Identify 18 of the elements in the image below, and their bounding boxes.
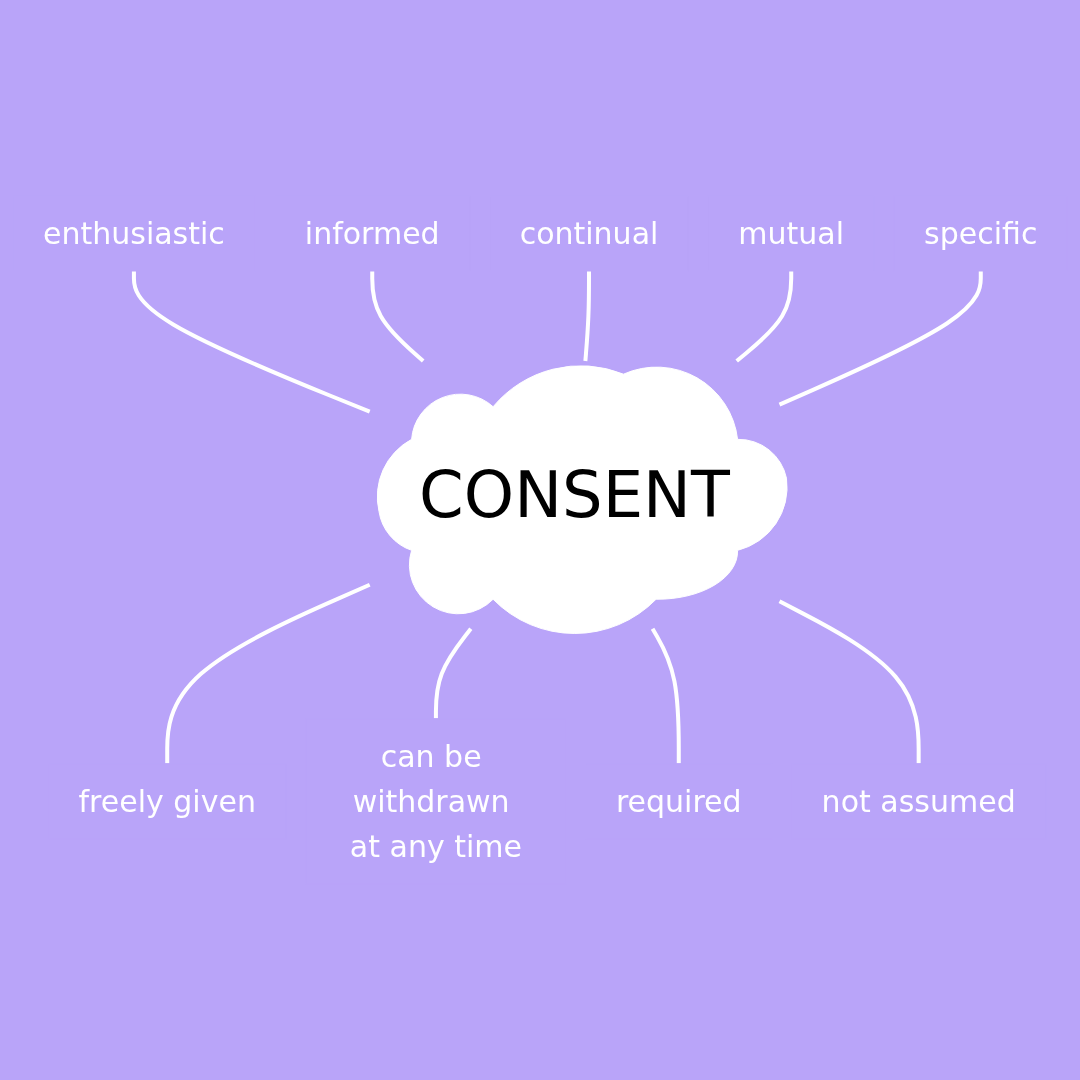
connector [735, 271, 793, 363]
connector [433, 627, 473, 719]
connector [370, 271, 425, 363]
node-text: required [615, 783, 742, 819]
connector [650, 627, 681, 764]
connector [778, 271, 983, 407]
connector [583, 271, 591, 362]
node-text: mutual [738, 216, 844, 252]
connector [131, 271, 371, 414]
node-text: enthusiastic [42, 216, 225, 252]
node-text: continual [519, 216, 659, 252]
node-text: can be withdrawn at any time [349, 738, 522, 864]
node-text: freely given [78, 783, 256, 819]
connector [778, 599, 921, 764]
node-text: not assumed [821, 783, 1016, 819]
node-text: informed [304, 216, 440, 252]
connector [165, 583, 371, 764]
node-text: specific [923, 216, 1038, 252]
